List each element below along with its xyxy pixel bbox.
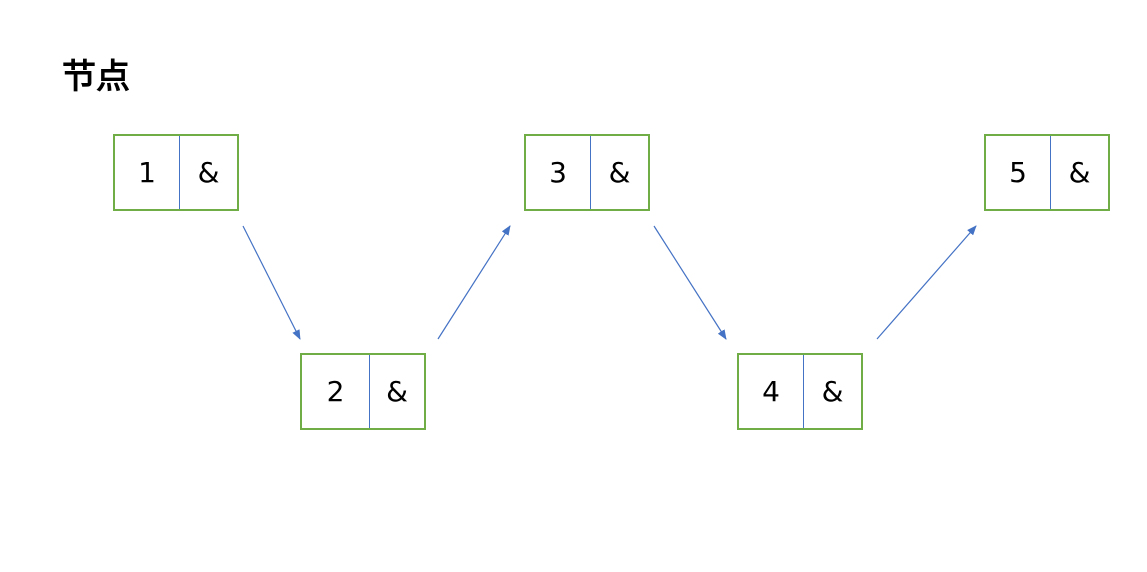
linked-list-node-4: 4 &: [737, 353, 863, 430]
node-pointer: &: [386, 375, 408, 408]
node-value: 4: [739, 355, 804, 428]
node-value: 1: [115, 136, 180, 209]
diagram-title: 节点: [62, 57, 130, 97]
node-value: 3: [526, 136, 591, 209]
node-pointer: &: [608, 156, 631, 189]
linked-list-node-1: 1 &: [113, 134, 239, 211]
node-value: 2: [302, 355, 370, 428]
arrow-1-to-2: [242, 225, 301, 340]
node-pointer: &: [1068, 156, 1091, 189]
linked-list-node-3: 3 &: [524, 134, 650, 211]
node-value: 5: [986, 136, 1051, 209]
node-pointer: &: [197, 156, 220, 189]
linked-list-node-2: 2 &: [300, 353, 426, 430]
arrow-2-to-3: [437, 225, 511, 340]
arrow-4-to-5: [876, 225, 977, 340]
arrow-3-to-4: [653, 225, 727, 340]
node-pointer: &: [821, 375, 844, 408]
linked-list-node-5: 5 &: [984, 134, 1110, 211]
